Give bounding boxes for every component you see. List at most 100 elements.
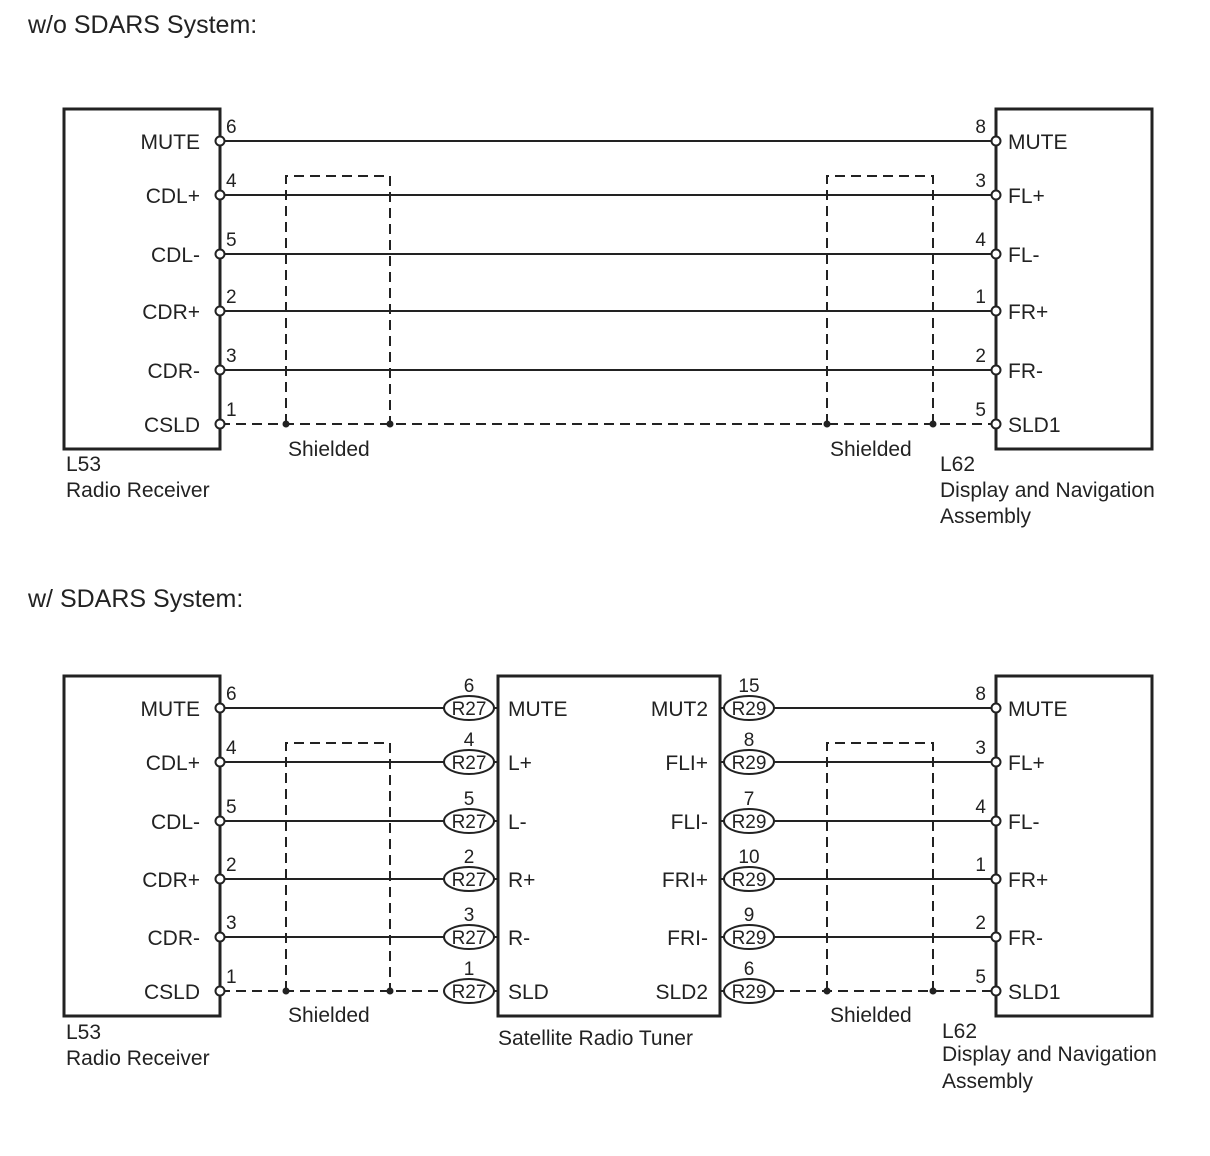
connector-oval bbox=[723, 924, 775, 950]
diagram-title-top: w/o SDARS System: bbox=[27, 11, 257, 39]
left-pin-label: CDR+ bbox=[142, 869, 200, 892]
connector-oval bbox=[723, 695, 775, 721]
left-pin-number: 2 bbox=[226, 287, 237, 308]
radio-receiver-box bbox=[62, 107, 222, 451]
left-pin-number: 1 bbox=[226, 967, 237, 988]
connector-oval bbox=[443, 749, 495, 775]
tuner-right-pin-label: FLI- bbox=[671, 811, 708, 834]
terminal bbox=[214, 135, 226, 147]
terminal bbox=[214, 305, 226, 317]
shield-junction-dot bbox=[823, 420, 831, 428]
terminal bbox=[990, 418, 1002, 430]
middle-component-name: Satellite Radio Tuner bbox=[498, 1027, 693, 1050]
left-component-name: Radio Receiver bbox=[66, 479, 210, 502]
radio-receiver-box bbox=[62, 674, 222, 1018]
left-pin-number: 3 bbox=[226, 346, 237, 367]
left-pin-label: CDL+ bbox=[146, 752, 200, 775]
connector-oval bbox=[443, 978, 495, 1004]
connector-oval bbox=[443, 924, 495, 950]
right-component-code: L62 bbox=[940, 453, 975, 476]
tuner-right-pin-label: FRI- bbox=[667, 927, 708, 950]
tuner-right-pin-number: 10 bbox=[738, 847, 759, 868]
tuner-left-pin-label: L+ bbox=[508, 752, 532, 775]
right-pin-number: 3 bbox=[975, 171, 986, 192]
right-pin-label: MUTE bbox=[1008, 698, 1068, 721]
terminal bbox=[990, 702, 1002, 714]
tuner-left-pin-number: 5 bbox=[464, 789, 475, 810]
terminal bbox=[214, 702, 226, 714]
shield-junction-dot bbox=[929, 987, 937, 995]
right-pin-label: SLD1 bbox=[1008, 414, 1061, 437]
right-pin-number: 8 bbox=[975, 684, 986, 705]
left-pin-label: CDL- bbox=[151, 811, 200, 834]
tuner-right-pin-label: FRI+ bbox=[662, 869, 708, 892]
terminal bbox=[214, 985, 226, 997]
right-pin-number: 4 bbox=[975, 230, 986, 251]
left-pin-number: 1 bbox=[226, 400, 237, 421]
left-pin-label: CDR- bbox=[148, 927, 201, 950]
left-pin-number: 3 bbox=[226, 913, 237, 934]
satellite-radio-tuner-box bbox=[496, 674, 722, 1018]
tuner-right-pin-label: MUT2 bbox=[651, 698, 708, 721]
shield-label-right: Shielded bbox=[830, 1004, 912, 1027]
connector-oval bbox=[723, 978, 775, 1004]
terminal bbox=[214, 189, 226, 201]
connector-code: R29 bbox=[732, 699, 767, 720]
terminal bbox=[990, 985, 1002, 997]
right-pin-number: 1 bbox=[975, 287, 986, 308]
shield-label-right: Shielded bbox=[830, 438, 912, 461]
right-pin-label: FL+ bbox=[1008, 752, 1045, 775]
tuner-left-pin-label: MUTE bbox=[508, 698, 568, 721]
right-pin-number: 3 bbox=[975, 738, 986, 759]
tuner-right-pin-number: 15 bbox=[738, 676, 759, 697]
shield-label-left: Shielded bbox=[288, 1004, 370, 1027]
connector-oval bbox=[443, 866, 495, 892]
diagram-title-bottom: w/ SDARS System: bbox=[27, 585, 243, 613]
terminal bbox=[990, 248, 1002, 260]
tuner-left-pin-number: 4 bbox=[464, 730, 475, 751]
tuner-right-pin-number: 7 bbox=[744, 789, 755, 810]
right-pin-number: 2 bbox=[975, 913, 986, 934]
terminal bbox=[214, 248, 226, 260]
tuner-right-pin-number: 9 bbox=[744, 905, 755, 926]
connector-oval bbox=[723, 866, 775, 892]
terminal bbox=[990, 873, 1002, 885]
tuner-left-pin-label: SLD bbox=[508, 981, 549, 1004]
tuner-right-pin-number: 6 bbox=[744, 959, 755, 980]
right-pin-number: 2 bbox=[975, 346, 986, 367]
tuner-left-pin-label: L- bbox=[508, 811, 527, 834]
terminal bbox=[214, 756, 226, 768]
tuner-right-pin-number: 8 bbox=[744, 730, 755, 751]
tuner-right-pin-label: SLD2 bbox=[655, 981, 708, 1004]
connector-oval bbox=[723, 749, 775, 775]
left-pin-number: 2 bbox=[226, 855, 237, 876]
connector-oval bbox=[443, 808, 495, 834]
tuner-left-pin-label: R+ bbox=[508, 869, 535, 892]
connector-code: R27 bbox=[452, 928, 487, 949]
left-component-code: L53 bbox=[66, 1021, 101, 1044]
terminal bbox=[214, 364, 226, 376]
right-component-name-line2: Assembly bbox=[940, 505, 1032, 528]
right-pin-label: FL- bbox=[1008, 244, 1040, 267]
right-pin-label: FR- bbox=[1008, 927, 1043, 950]
right-pin-number: 1 bbox=[975, 855, 986, 876]
right-pin-label: FR+ bbox=[1008, 869, 1048, 892]
connector-code: R27 bbox=[452, 982, 487, 1003]
display-navigation-box bbox=[994, 674, 1154, 1018]
shield-group bbox=[282, 175, 937, 428]
left-pin-number: 4 bbox=[226, 738, 237, 759]
left-pin-number: 6 bbox=[226, 117, 237, 138]
shield-right bbox=[826, 175, 934, 424]
terminal bbox=[990, 931, 1002, 943]
tuner-left-pin-number: 2 bbox=[464, 847, 475, 868]
